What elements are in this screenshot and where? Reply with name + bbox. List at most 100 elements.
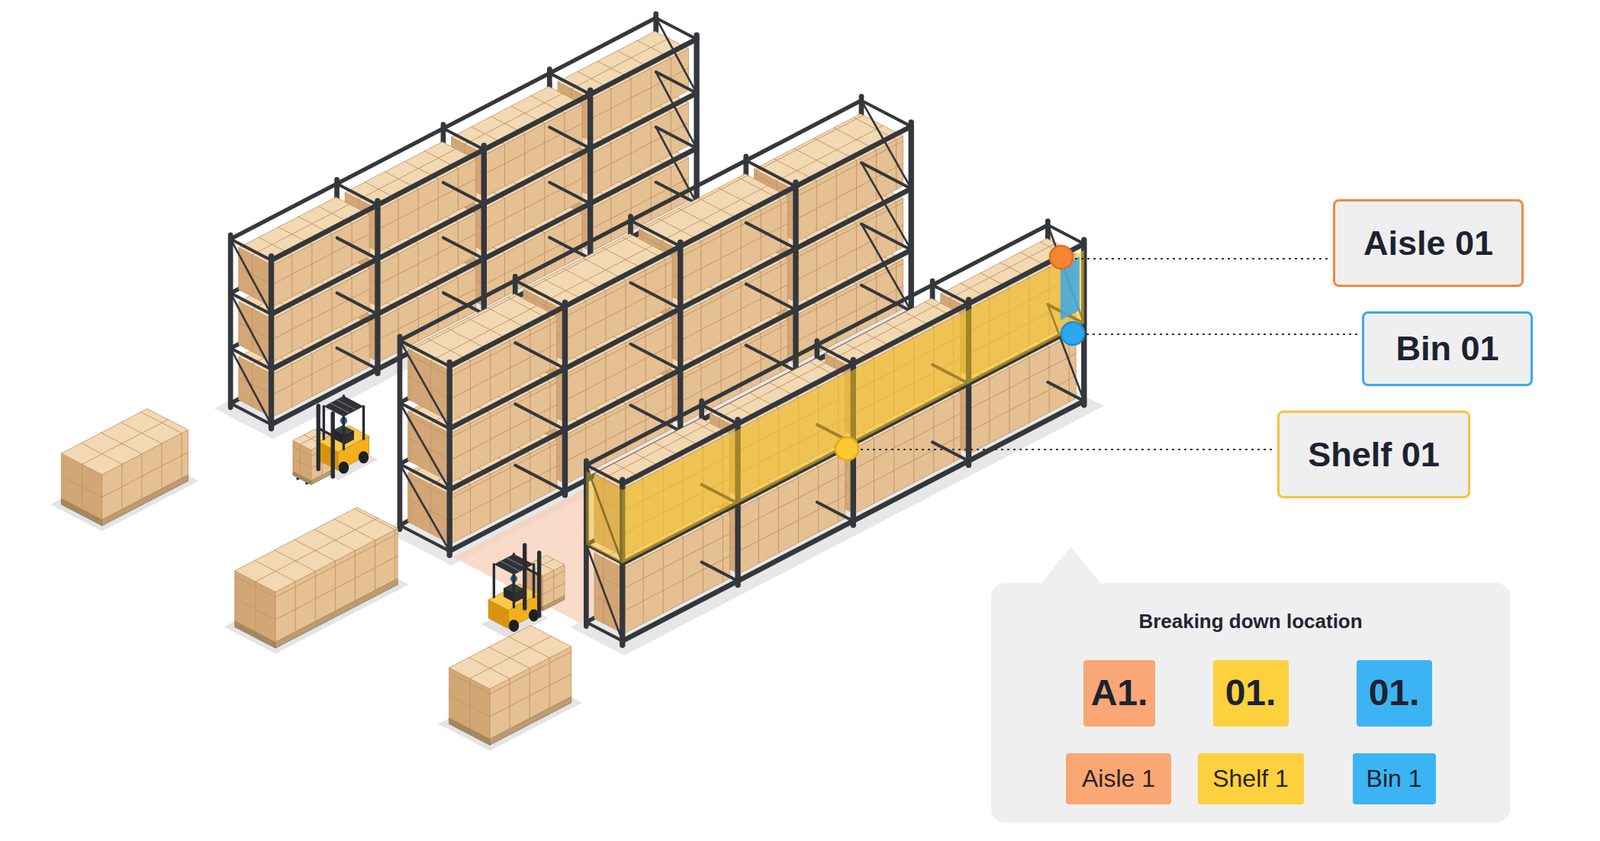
warehouse-illustration <box>50 13 1105 751</box>
rack-tie <box>515 342 565 369</box>
forklift <box>292 395 379 485</box>
forklift-roof <box>493 553 534 575</box>
carton-seam <box>630 78 632 121</box>
storage-rack <box>214 13 717 439</box>
carton-seam <box>331 234 333 277</box>
carton-seam <box>969 376 1076 432</box>
carton-seam <box>292 446 312 456</box>
carton-seam <box>295 581 297 632</box>
carton-seam <box>80 443 122 465</box>
carton-seam <box>591 67 689 119</box>
carton-seam <box>624 342 626 392</box>
forklift-mast <box>524 567 540 576</box>
carton-seam <box>331 288 333 332</box>
rack-tie <box>701 405 738 425</box>
aisle-code: A1. <box>1083 659 1156 727</box>
carton-seam <box>529 329 531 380</box>
node-text: Aisle 01 <box>1363 223 1494 264</box>
shelf-highlight <box>622 250 1085 564</box>
carton-seam <box>437 287 439 331</box>
carton-seam <box>566 283 673 339</box>
carton-seam <box>893 427 895 493</box>
carton-seam <box>760 209 762 261</box>
carton-seam <box>418 189 419 232</box>
carton-seam <box>430 305 537 361</box>
marker-dot <box>1061 321 1085 345</box>
bin-code: 01. <box>1356 659 1433 727</box>
carton-seam <box>610 198 612 242</box>
forklift-wheel <box>358 450 369 464</box>
rack-upright <box>562 302 568 496</box>
node-text: A1. <box>1091 671 1149 714</box>
carton-seam <box>504 144 506 187</box>
carton-seam <box>509 340 511 391</box>
node-text: Aisle 1 <box>1081 764 1156 793</box>
rack-tie <box>630 283 680 310</box>
aisle-label: Aisle 1 <box>1065 753 1172 805</box>
carton-seam <box>643 557 644 624</box>
leader-line <box>860 448 1274 451</box>
rack-brace <box>230 238 271 315</box>
node-text: Shelf 01 <box>1307 434 1440 475</box>
carton-seam <box>489 647 530 669</box>
marker-dot <box>1049 245 1073 269</box>
carton-seam <box>82 419 169 465</box>
carton-seam <box>430 484 432 534</box>
rack-tie <box>337 347 378 370</box>
carton-seam <box>489 673 572 716</box>
carton-seam <box>816 243 818 293</box>
carton-seam <box>484 123 583 174</box>
forklift-cage <box>532 564 535 598</box>
carton-seam <box>856 222 857 272</box>
carton-seam <box>61 476 102 498</box>
carton-seam <box>254 560 296 582</box>
carton-seam <box>585 300 586 351</box>
rack-tie <box>549 237 590 259</box>
rack-tie <box>515 280 565 307</box>
rack-upright <box>792 182 799 376</box>
carton-seam <box>544 232 545 276</box>
carton-seam <box>645 331 647 381</box>
carton-seam <box>933 406 934 473</box>
leader-line <box>1075 257 1330 260</box>
carton-seam <box>856 160 857 211</box>
rack-upright <box>677 241 683 435</box>
rack-tie <box>515 403 565 430</box>
carton-seam <box>449 695 490 717</box>
rack-upright <box>908 122 915 316</box>
carton-seam <box>610 142 612 186</box>
rack-tie <box>549 73 590 95</box>
rack-tie <box>630 220 680 247</box>
carton-seam <box>378 178 477 229</box>
shelf-callout: Shelf 01 <box>1277 410 1471 499</box>
rack-brace <box>399 340 450 429</box>
carton-seam <box>437 178 439 221</box>
carton-seam <box>740 220 742 271</box>
carton-seam <box>430 360 432 412</box>
shelf-label: Shelf 1 <box>1197 753 1304 805</box>
location-panel: Breaking down locationA1.01.01.Aisle 1Sh… <box>991 582 1510 823</box>
carton-seam <box>542 582 564 595</box>
carton-seam <box>489 651 572 694</box>
carton-seam <box>605 352 606 402</box>
carton-seam <box>816 180 818 232</box>
rack-tie <box>630 344 680 371</box>
carton-seam <box>610 89 612 132</box>
forklift-cage <box>492 564 496 598</box>
rack-upright <box>374 200 380 374</box>
carton-seam <box>251 363 253 407</box>
carton-seam <box>1029 357 1031 423</box>
forklift-roof <box>500 560 521 572</box>
carton-seam <box>354 508 395 531</box>
forklift-mast <box>537 552 541 616</box>
carton-seam <box>875 149 877 200</box>
panel-pointer <box>1040 546 1102 585</box>
carton-seam <box>553 569 554 601</box>
node-text: 01. <box>1368 671 1420 714</box>
carton-seam <box>291 309 293 352</box>
rack-upright <box>268 256 274 429</box>
bin-callout: Bin 01 <box>1361 311 1533 387</box>
carton-seam <box>418 243 419 287</box>
carton-seam <box>449 672 490 695</box>
rack-tie <box>337 183 378 206</box>
